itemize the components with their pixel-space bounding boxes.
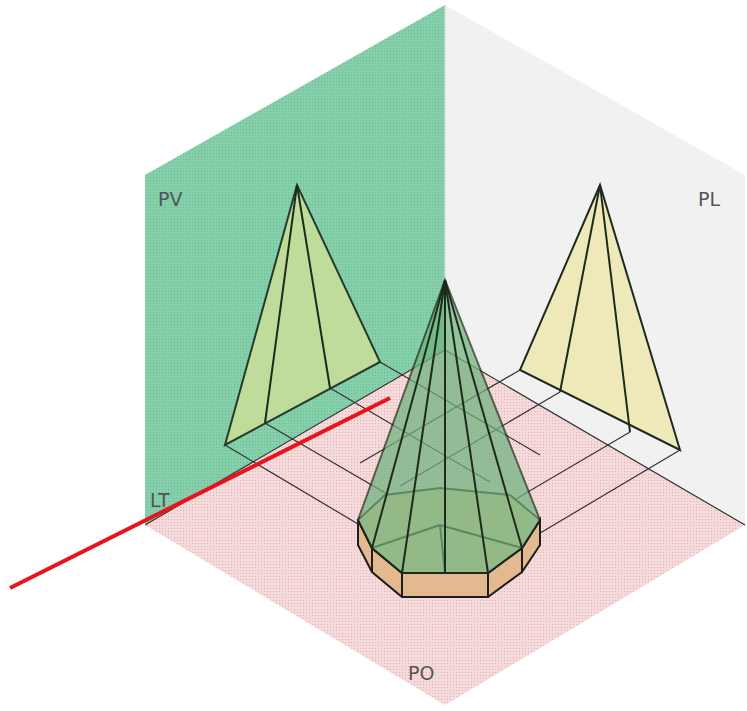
plane-label: LT (150, 491, 170, 510)
front-projection (225, 185, 380, 445)
plane-label: PL (698, 190, 720, 209)
side-projection (520, 185, 680, 450)
plane-label: PO (408, 664, 434, 683)
plane-label: PV (158, 190, 182, 209)
red-pointer (10, 398, 390, 588)
pyramid-solid (358, 280, 540, 573)
